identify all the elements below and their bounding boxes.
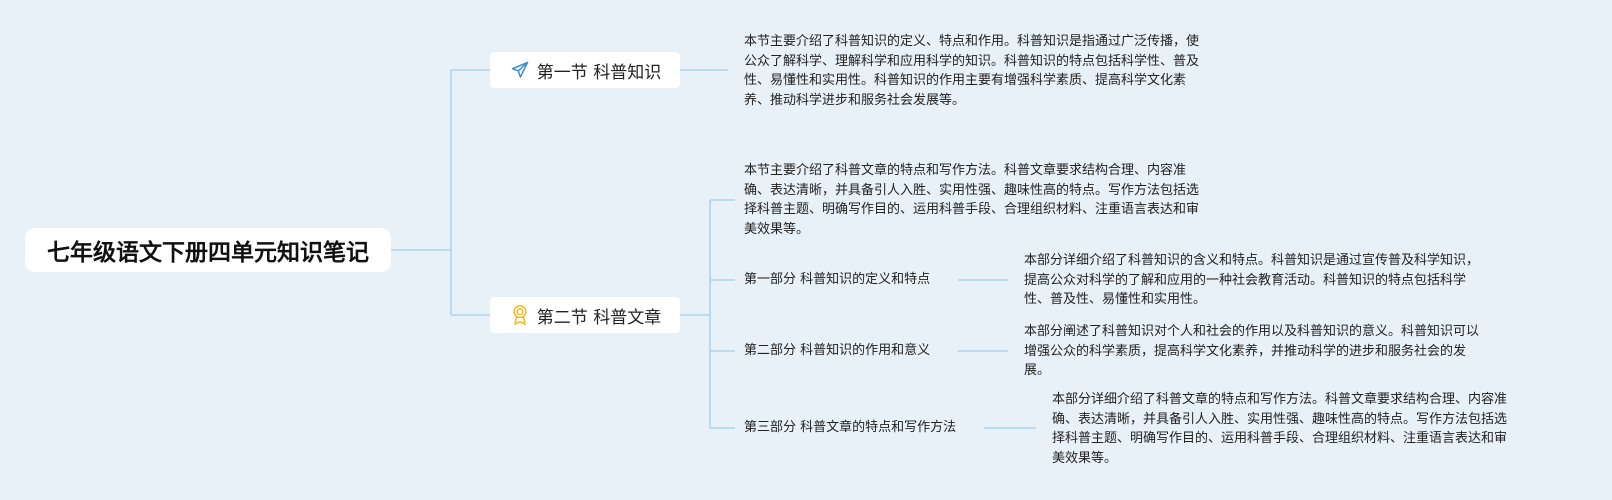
section-1-summary: 本节主要介绍了科普知识的定义、特点和作用。科普知识是指通过广泛传播，使 公众了解… [744, 32, 1199, 110]
summary-line: 本节主要介绍了科普知识的定义、特点和作用。科普知识是指通过广泛传播，使 [744, 34, 1200, 49]
part-3-label[interactable]: 第三部分 科普文章的特点和写作方法 [744, 420, 957, 435]
part-1-detail: 本部分详细介绍了科普知识的含义和特点。科普知识是通过宣传普及科学知识， 提高公众… [1024, 251, 1479, 310]
section-1-title: 第一节 科普知识 [536, 62, 662, 83]
award-ribbon-icon [509, 304, 531, 326]
root-title: 七年级语文下册四单元知识笔记 [47, 240, 369, 266]
detail-line: 本部分详细介绍了科普知识的含义和特点。科普知识是通过宣传普及科学知识， [1024, 253, 1480, 268]
summary-line: 确、表达清晰，并具备引人入胜、实用性强、趣味性高的特点。写作方法包括选 [744, 182, 1200, 198]
detail-line: 性、普及性、易懂性和实用性。 [1024, 292, 1207, 307]
section-1-node[interactable]: 第一节 科普知识 [490, 52, 680, 88]
summary-line: 养、推动科学进步和服务社会发展等。 [744, 92, 966, 108]
summary-line: 美效果等。 [744, 221, 810, 237]
detail-line: 美效果等。 [1052, 450, 1118, 466]
detail-line: 展。 [1024, 363, 1051, 378]
part-2-detail: 本部分阐述了科普知识对个人和社会的作用以及科普知识的意义。科普知识可以 增强公众… [1024, 322, 1479, 381]
section-2-summary: 本节主要介绍了科普文章的特点和写作方法。科普文章要求结构合理、内容准 确、表达清… [744, 161, 1199, 239]
summary-line: 本节主要介绍了科普文章的特点和写作方法。科普文章要求结构合理、内容准 [744, 163, 1187, 178]
part-3-detail: 本部分详细介绍了科普文章的特点和写作方法。科普文章要求结构合理、内容准 确、表达… [1052, 390, 1507, 468]
detail-line: 本部分阐述了科普知识对个人和社会的作用以及科普知识的意义。科普知识可以 [1024, 324, 1480, 339]
detail-line: 提高公众对科学的了解和应用的一种社会教育活动。科普知识的特点包括科学 [1024, 272, 1467, 288]
detail-line: 确、表达清晰，并具备引人入胜、实用性强、趣味性高的特点。写作方法包括选 [1052, 411, 1508, 427]
paper-plane-icon [509, 59, 531, 81]
root-node[interactable]: 七年级语文下册四单元知识笔记 [25, 228, 391, 272]
detail-line: 择科普主题、明确写作目的、运用科普手段、合理组织材料、注重语言表达和审 [1052, 431, 1508, 446]
summary-line: 择科普主题、明确写作目的、运用科普手段、合理组织材料、注重语言表达和审 [744, 202, 1200, 217]
detail-line: 增强公众的科学素质，提高科学文化素养，并推动科学的进步和服务社会的发 [1024, 343, 1467, 359]
summary-line: 公众了解科学、理解科学和应用科学的知识。科普知识的特点包括科学性、普及 [744, 53, 1200, 69]
summary-line: 性、易懂性和实用性。科普知识的作用主要有增强科学素质、提高科学文化素 [744, 73, 1187, 88]
section-2-node[interactable]: 第二节 科普文章 [490, 297, 680, 333]
section-2-title: 第二节 科普文章 [536, 307, 662, 328]
part-2-label[interactable]: 第二部分 科普知识的作用和意义 [744, 343, 931, 358]
detail-line: 本部分详细介绍了科普文章的特点和写作方法。科普文章要求结构合理、内容准 [1052, 392, 1508, 407]
part-1-label[interactable]: 第一部分 科普知识的定义和特点 [744, 272, 931, 287]
